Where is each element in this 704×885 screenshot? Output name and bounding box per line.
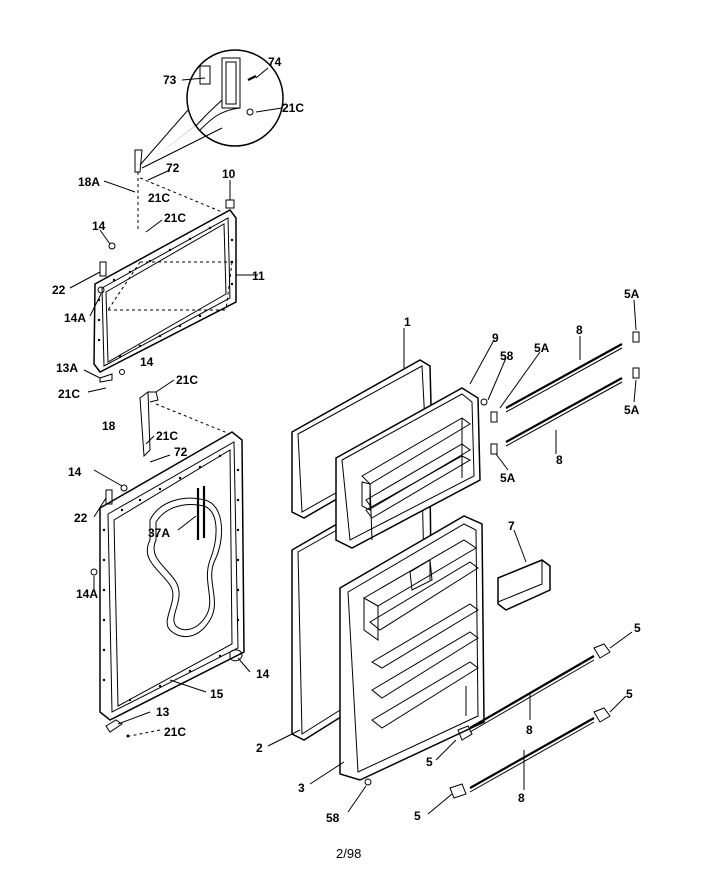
freezer-door-liner [335, 387, 481, 549]
label-14: 14 [256, 667, 270, 681]
label-21C: 21C [58, 387, 80, 401]
label-1: 1 [404, 315, 411, 329]
label-8: 8 [518, 791, 525, 805]
label-22: 22 [74, 511, 88, 525]
label-5A: 5A [624, 403, 640, 417]
fresh-food-door-panel [90, 391, 245, 738]
label-2: 2 [256, 741, 263, 755]
label-11: 11 [252, 269, 265, 283]
label-21C: 21C [164, 725, 186, 739]
label-73: 73 [163, 73, 177, 87]
freezer-door-panel [93, 149, 237, 383]
label-21C: 21C [148, 191, 170, 205]
label-74: 74 [268, 55, 282, 69]
label-8: 8 [576, 323, 583, 337]
label-14: 14 [92, 219, 106, 233]
label-5A: 5A [624, 287, 640, 301]
label-3: 3 [298, 781, 305, 795]
label-72: 72 [166, 161, 180, 175]
label-21C: 21C [164, 211, 186, 225]
label-13: 13 [156, 705, 170, 719]
label-22: 22 [52, 283, 66, 297]
label-5: 5 [414, 809, 421, 823]
label-8: 8 [556, 453, 563, 467]
label-5: 5 [426, 755, 433, 769]
label-14: 14 [68, 465, 82, 479]
label-9: 9 [492, 331, 499, 345]
label-10: 10 [222, 167, 236, 181]
callout-labels: 73 74 21C 18A 72 21C 10 21C 14 11 22 14A… [52, 55, 641, 825]
label-8: 8 [526, 723, 533, 737]
shelf-rails [469, 343, 623, 793]
label-14A: 14A [64, 311, 86, 325]
dairy-compartment-door [497, 559, 551, 611]
label-5A: 5A [534, 341, 550, 355]
label-15: 15 [210, 687, 224, 701]
label-72: 72 [174, 445, 188, 459]
label-18: 18 [102, 419, 116, 433]
label-13A: 13A [56, 361, 78, 375]
label-5: 5 [626, 687, 633, 701]
label-21C: 21C [156, 429, 178, 443]
detail-magnifier [139, 49, 284, 169]
label-7: 7 [508, 519, 515, 533]
label-14A: 14A [76, 587, 98, 601]
label-58: 58 [500, 349, 514, 363]
label-37A: 37A [148, 526, 170, 540]
label-5: 5 [634, 621, 641, 635]
rail-end-caps [364, 331, 640, 799]
label-21C: 21C [282, 101, 304, 115]
label-21C: 21C [176, 373, 198, 387]
label-58: 58 [326, 811, 340, 825]
label-18A: 18A [78, 175, 100, 189]
fresh-food-door-liner [339, 515, 485, 781]
leader-lines [69, 67, 637, 815]
label-5A: 5A [500, 471, 516, 485]
page-number: 2/98 [336, 846, 361, 861]
label-14: 14 [140, 355, 154, 369]
